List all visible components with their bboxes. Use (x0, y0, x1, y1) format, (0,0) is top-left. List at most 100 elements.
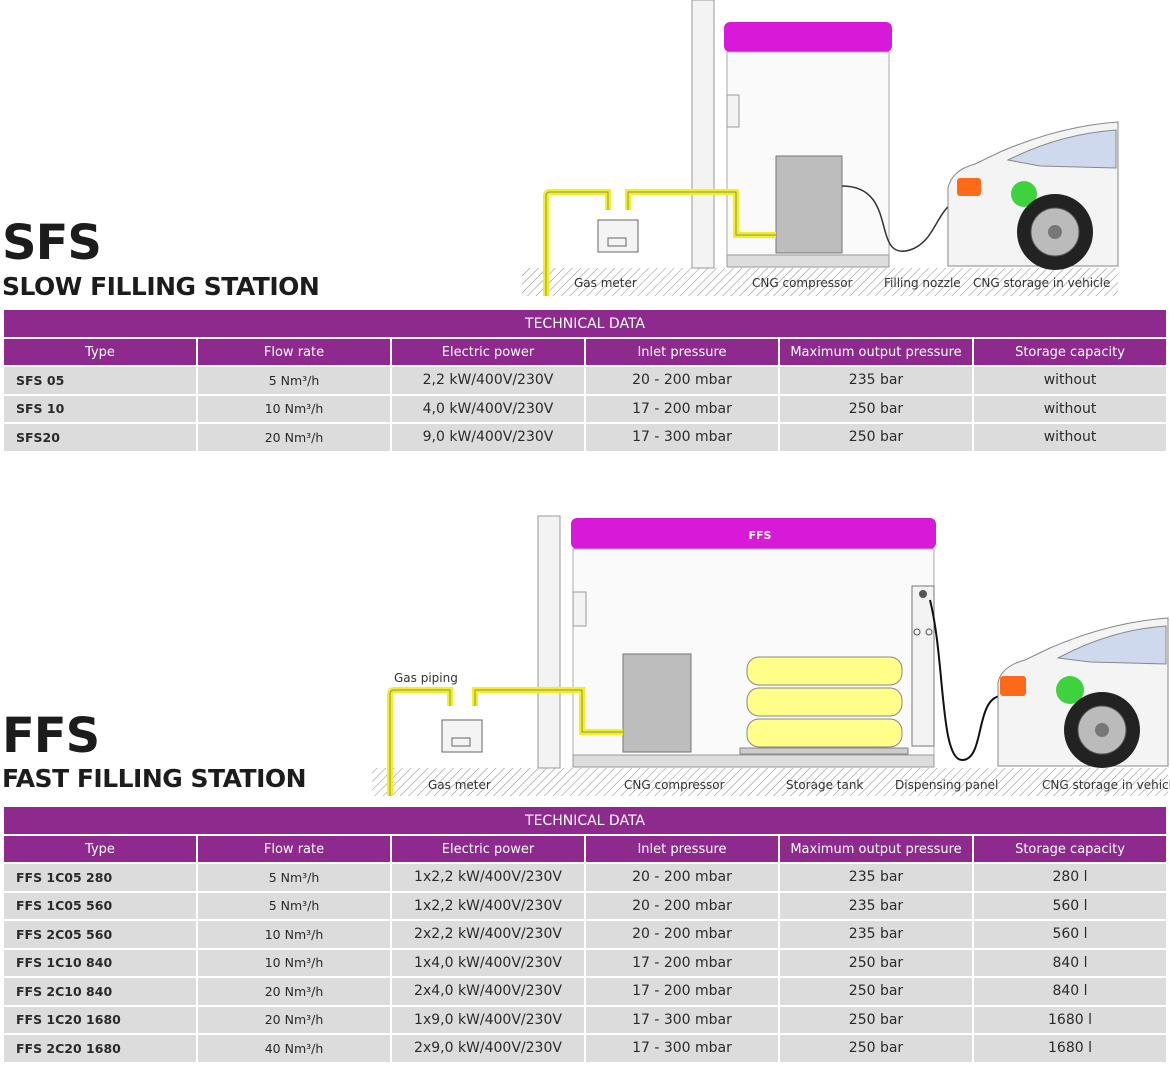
cell-output: 235 bar (780, 921, 972, 948)
ffs-header-inlet: Inlet pressure (586, 836, 778, 862)
cell-power: 1x4,0 kW/400V/230V (392, 949, 584, 976)
cell-flow: 20 Nm³/h (198, 978, 390, 1005)
sfs-header-type: Type (4, 339, 196, 365)
table-row: SFS 10 10 Nm³/h 4,0 kW/400V/230V 17 - 20… (4, 395, 1167, 422)
cell-output: 250 bar (780, 978, 972, 1005)
cell-inlet: 17 - 200 mbar (586, 978, 778, 1005)
ffs-storage-tank-2 (746, 687, 903, 717)
sfs-table-caption: TECHNICAL DATA (4, 310, 1167, 337)
cell-storage: without (974, 424, 1167, 451)
cell-type: SFS20 (4, 424, 196, 451)
table-row: FFS 1C10 840 10 Nm³/h 1x4,0 kW/400V/230V… (4, 949, 1167, 976)
sfs-header-storage: Storage capacity (974, 339, 1167, 365)
ffs-label-gas-piping: Gas piping (394, 671, 458, 685)
ffs-storage-tank-1 (746, 656, 903, 686)
ffs-electric-box (572, 591, 587, 627)
cell-power: 1x2,2 kW/400V/230V (392, 864, 584, 891)
cell-power: 2x9,0 kW/400V/230V (392, 1035, 584, 1062)
cell-type: FFS 1C20 1680 (4, 1006, 196, 1033)
cell-storage: 280 l (974, 864, 1167, 891)
ffs-header-flow: Flow rate (198, 836, 390, 862)
cell-type: SFS 10 (4, 395, 196, 422)
table-row: FFS 2C10 840 20 Nm³/h 2x4,0 kW/400V/230V… (4, 978, 1167, 1005)
ffs-tail-light (1000, 676, 1026, 696)
ffs-base (572, 754, 935, 768)
cell-output: 250 bar (780, 395, 972, 422)
cell-output: 250 bar (780, 424, 972, 451)
ffs-header-storage: Storage capacity (974, 836, 1167, 862)
ffs-pillar (537, 515, 561, 769)
cell-type: FFS 1C10 840 (4, 949, 196, 976)
cell-inlet: 20 - 200 mbar (586, 892, 778, 919)
cell-storage: 1680 l (974, 1006, 1167, 1033)
cell-flow: 10 Nm³/h (198, 395, 390, 422)
cell-flow: 20 Nm³/h (198, 424, 390, 451)
cell-type: SFS 05 (4, 367, 196, 394)
cell-power: 2x2,2 kW/400V/230V (392, 921, 584, 948)
cell-flow: 10 Nm³/h (198, 921, 390, 948)
ffs-label-tank: Storage tank (786, 778, 863, 792)
ffs-filling-point (1056, 676, 1084, 704)
cell-flow: 5 Nm³/h (198, 864, 390, 891)
sfs-header-power: Electric power (392, 339, 584, 365)
cell-power: 1x2,2 kW/400V/230V (392, 892, 584, 919)
ffs-compressor (622, 653, 692, 753)
cell-storage: without (974, 395, 1167, 422)
sfs-compressor (775, 155, 843, 254)
table-row: FFS 2C05 560 10 Nm³/h 2x2,2 kW/400V/230V… (4, 921, 1167, 948)
ffs-label-compressor: CNG compressor (624, 778, 725, 792)
cell-type: FFS 2C10 840 (4, 978, 196, 1005)
sfs-base (726, 254, 890, 268)
ffs-gas-meter (441, 719, 483, 753)
table-row: FFS 2C20 1680 40 Nm³/h 2x9,0 kW/400V/230… (4, 1035, 1167, 1062)
ffs-table-caption: TECHNICAL DATA (4, 807, 1167, 834)
cell-type: FFS 1C05 560 (4, 892, 196, 919)
cell-flow: 5 Nm³/h (198, 367, 390, 394)
sfs-canopy (724, 22, 892, 52)
sfs-label-compressor: CNG compressor (752, 276, 853, 290)
ffs-dispensing-panel (911, 585, 935, 747)
sfs-pillar (691, 0, 715, 269)
cell-flow: 40 Nm³/h (198, 1035, 390, 1062)
cell-output: 250 bar (780, 1035, 972, 1062)
cell-storage: 1680 l (974, 1035, 1167, 1062)
ffs-label-gas-meter: Gas meter (428, 778, 491, 792)
sfs-gas-meter (597, 219, 639, 253)
cell-output: 235 bar (780, 892, 972, 919)
cell-flow: 10 Nm³/h (198, 949, 390, 976)
cell-type: FFS 1C05 280 (4, 864, 196, 891)
cell-inlet: 20 - 200 mbar (586, 921, 778, 948)
sfs-label-storage: CNG storage in vehicle (973, 276, 1110, 290)
ffs-technical-table: TECHNICAL DATA Type Flow rate Electric p… (2, 805, 1168, 1064)
sfs-ground (522, 268, 1118, 296)
cell-storage: 560 l (974, 892, 1167, 919)
cell-storage: 840 l (974, 978, 1167, 1005)
table-row: FFS 1C05 560 5 Nm³/h 1x2,2 kW/400V/230V … (4, 892, 1167, 919)
ffs-canopy (571, 518, 936, 549)
sfs-subtitle: SLOW FILLING STATION (2, 272, 320, 301)
sfs-header-flow: Flow rate (198, 339, 390, 365)
table-row: FFS 1C20 1680 20 Nm³/h 1x9,0 kW/400V/230… (4, 1006, 1167, 1033)
cell-output: 250 bar (780, 1006, 972, 1033)
cell-output: 235 bar (780, 367, 972, 394)
ffs-canopy-label: FFS (749, 529, 772, 542)
cell-type: FFS 2C20 1680 (4, 1035, 196, 1062)
cell-power: 9,0 kW/400V/230V (392, 424, 584, 451)
sfs-hose (841, 185, 969, 253)
sfs-title: SFS (2, 215, 102, 271)
cell-flow: 5 Nm³/h (198, 892, 390, 919)
sfs-filling-point (1011, 181, 1037, 207)
ffs-title: FFS (2, 708, 100, 764)
cell-inlet: 17 - 200 mbar (586, 395, 778, 422)
cell-flow: 20 Nm³/h (198, 1006, 390, 1033)
cell-inlet: 17 - 200 mbar (586, 949, 778, 976)
cell-output: 235 bar (780, 864, 972, 891)
table-row: SFS20 20 Nm³/h 9,0 kW/400V/230V 17 - 300… (4, 424, 1167, 451)
cell-output: 250 bar (780, 949, 972, 976)
cell-inlet: 17 - 300 mbar (586, 1035, 778, 1062)
cell-type: FFS 2C05 560 (4, 921, 196, 948)
sfs-label-nozzle: Filling nozzle (884, 276, 961, 290)
ffs-header-output: Maximum output pressure (780, 836, 972, 862)
cell-storage: 840 l (974, 949, 1167, 976)
ffs-label-storage: CNG storage in vehicle (1042, 778, 1170, 792)
